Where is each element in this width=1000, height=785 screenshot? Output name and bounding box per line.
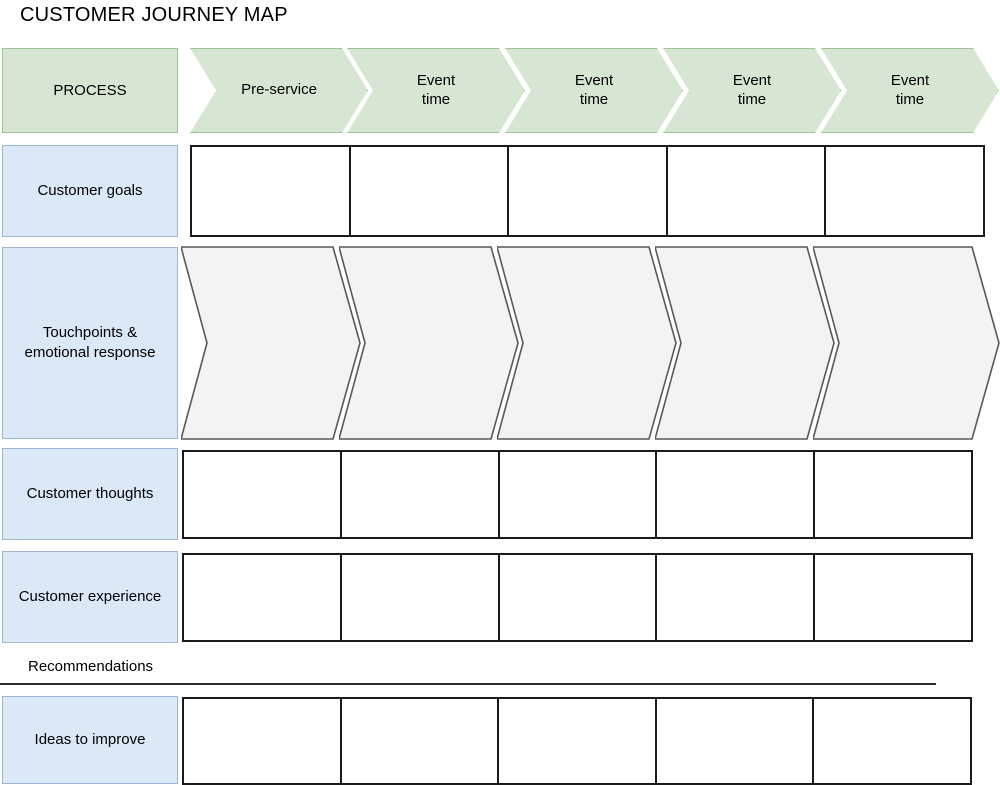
row-label-touchpoints: Touchpoints & emotional response	[2, 247, 178, 439]
cell-customer-thoughts-2[interactable]	[341, 452, 500, 537]
process-header-label: PROCESS	[2, 48, 178, 133]
page-title: CUSTOMER JOURNEY MAP	[20, 4, 288, 26]
row-cells-customer-goals	[190, 145, 985, 237]
stage-header-4[interactable]: Event time	[663, 48, 841, 133]
cell-customer-goals-5[interactable]	[826, 147, 983, 235]
touchpoint-chevron-5-shape	[813, 246, 1000, 440]
cell-customer-goals-1[interactable]	[192, 147, 351, 235]
cell-customer-goals-3[interactable]	[509, 147, 668, 235]
stage-header-4-label: Event time	[732, 71, 772, 108]
touchpoint-chevron-1[interactable]	[181, 246, 361, 440]
cell-customer-experience-1[interactable]	[184, 555, 342, 640]
row-label-customer-experience: Customer experience	[2, 551, 178, 643]
cell-customer-thoughts-1[interactable]	[184, 452, 342, 537]
stage-header-2-label: Event time	[416, 71, 456, 108]
cell-customer-thoughts-5[interactable]	[815, 452, 971, 537]
row-cells-customer-thoughts	[182, 450, 973, 539]
touchpoint-chevron-2-shape	[339, 246, 519, 440]
row-cells-customer-experience	[182, 553, 973, 642]
cell-customer-experience-5[interactable]	[815, 555, 971, 640]
row-cells-ideas-to-improve	[182, 697, 972, 785]
recommendations-divider	[0, 683, 936, 685]
row-label-ideas-to-improve: Ideas to improve	[2, 696, 178, 784]
cell-customer-thoughts-4[interactable]	[657, 452, 816, 537]
row-label-customer-goals: Customer goals	[2, 145, 178, 237]
row-label-customer-thoughts: Customer thoughts	[2, 448, 178, 540]
touchpoint-chevron-4-shape	[655, 246, 835, 440]
stage-header-1[interactable]: Pre-service	[190, 48, 368, 133]
stage-header-3[interactable]: Event time	[505, 48, 683, 133]
stage-header-5[interactable]: Event time	[821, 48, 999, 133]
stage-header-3-label: Event time	[574, 71, 614, 108]
touchpoint-chevron-5[interactable]	[813, 246, 1000, 440]
touchpoint-chevron-4[interactable]	[655, 246, 835, 440]
cell-ideas-to-improve-2[interactable]	[341, 699, 500, 783]
stage-header-5-label: Event time	[890, 71, 930, 108]
cell-ideas-to-improve-3[interactable]	[499, 699, 657, 783]
cell-customer-experience-2[interactable]	[341, 555, 500, 640]
cell-customer-experience-4[interactable]	[657, 555, 816, 640]
recommendations-section-label: Recommendations	[28, 658, 154, 675]
cell-ideas-to-improve-5[interactable]	[814, 699, 970, 783]
touchpoint-chevron-1-shape	[181, 246, 361, 440]
stage-header-1-label: Pre-service	[241, 81, 317, 99]
stage-header-2[interactable]: Event time	[347, 48, 525, 133]
touchpoint-chevron-3-shape	[497, 246, 677, 440]
cell-customer-thoughts-3[interactable]	[499, 452, 658, 537]
cell-ideas-to-improve-1[interactable]	[184, 699, 342, 783]
touchpoint-chevron-3[interactable]	[497, 246, 677, 440]
cell-ideas-to-improve-4[interactable]	[656, 699, 815, 783]
touchpoint-chevron-2[interactable]	[339, 246, 519, 440]
cell-customer-goals-4[interactable]	[667, 147, 827, 235]
cell-customer-experience-3[interactable]	[499, 555, 658, 640]
cell-customer-goals-2[interactable]	[350, 147, 510, 235]
